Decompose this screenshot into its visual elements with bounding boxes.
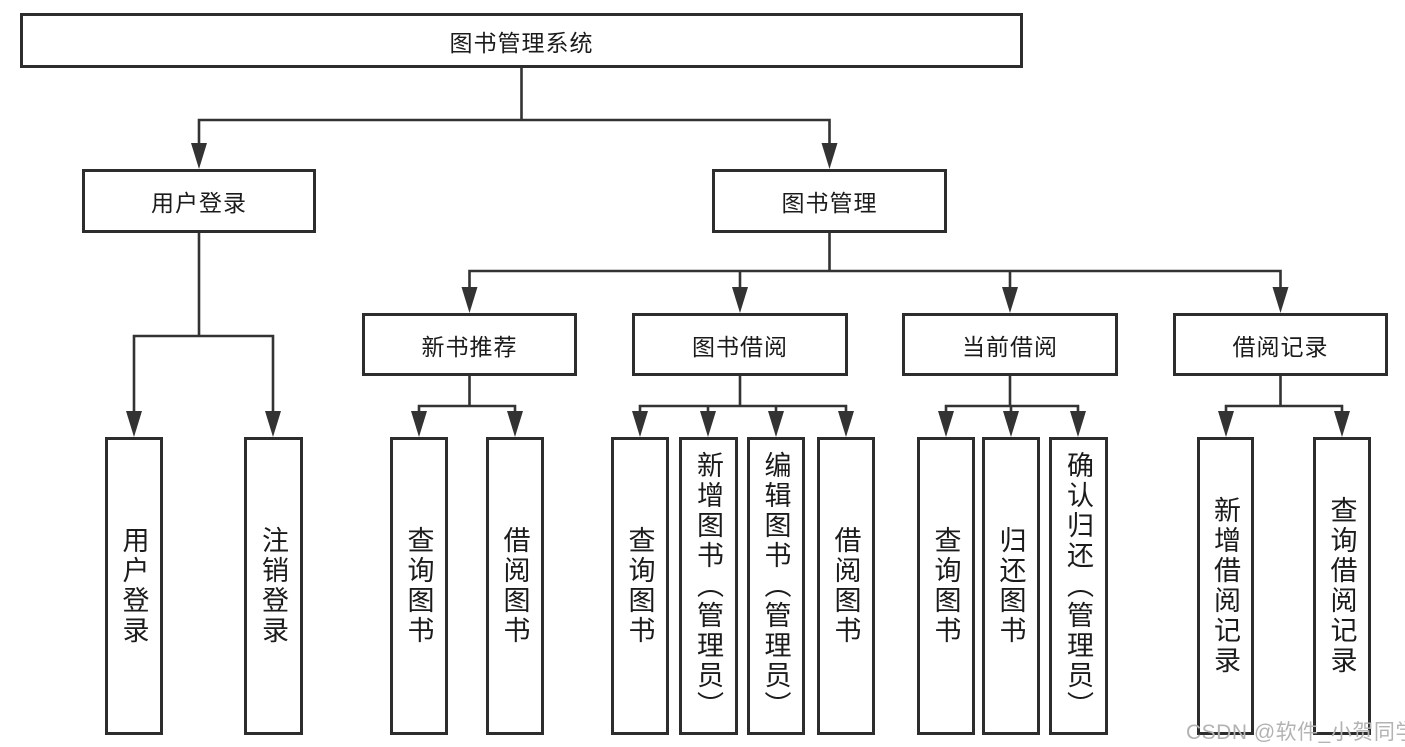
csdn-watermark: CSDN @软件_小贺同学 (1186, 721, 1405, 744)
node-label: 图书管理 (781, 190, 878, 216)
node-label: 查询借阅记录 (1326, 496, 1357, 676)
node-label: 借阅记录 (1232, 333, 1329, 360)
node-label: 用户登录 (151, 190, 247, 216)
leaf-query-books-1: 查询图书 (390, 437, 448, 735)
node-label: 查询图书 (930, 526, 961, 646)
node-borrow-records: 借阅记录 (1173, 313, 1388, 376)
arrow-down-icon (732, 287, 748, 313)
leaf-query-books-3: 查询图书 (917, 437, 975, 735)
arrow-down-icon (821, 143, 838, 169)
leaf-edit-books-admin: 编辑图书（管理员） (747, 437, 805, 735)
edge-root-to-level2 (197, 68, 831, 148)
node-label: 查询图书 (624, 526, 655, 646)
node-label: 图书借阅 (692, 333, 788, 360)
node-book-management: 图书管理 (712, 169, 947, 233)
edge-borrowrecords-to-leaves (1224, 376, 1344, 415)
arrow-down-icon (768, 411, 784, 437)
edge-bookmgmt-to-level3 (468, 233, 1282, 292)
arrow-down-icon (265, 411, 281, 437)
arrow-down-icon (632, 411, 648, 437)
edge-newbook-to-leaves (417, 376, 517, 415)
leaf-confirm-return-admin: 确认归还（管理员） (1049, 437, 1108, 735)
leaf-query-borrow-record: 查询借阅记录 (1313, 437, 1371, 735)
arrow-down-icon (126, 411, 142, 437)
leaf-borrow-books-1: 借阅图书 (486, 437, 544, 735)
leaf-add-borrow-record: 新增借阅记录 (1197, 437, 1254, 735)
node-label: 新增借阅记录 (1210, 496, 1240, 676)
node-label: 借阅图书 (830, 526, 861, 646)
arrowheads (126, 143, 1350, 437)
node-book-borrow: 图书借阅 (632, 313, 848, 376)
arrow-down-icon (1218, 411, 1234, 437)
node-label: 图书管理系统 (449, 29, 594, 56)
arrow-down-icon (411, 411, 427, 437)
leaf-query-books-2: 查询图书 (611, 437, 669, 735)
arrow-down-icon (838, 411, 854, 437)
node-label: 用户登录 (118, 526, 149, 646)
arrow-down-icon (1003, 411, 1019, 437)
arrow-down-icon (507, 411, 523, 437)
leaf-return-books: 归还图书 (982, 437, 1040, 735)
node-label: 当前借阅 (962, 333, 1058, 360)
leaf-logout: 注销登录 (244, 437, 303, 735)
node-label: 归还图书 (995, 526, 1026, 646)
node-new-book-recommend: 新书推荐 (362, 313, 577, 376)
node-label: 新书推荐 (421, 333, 518, 360)
arrow-down-icon (191, 143, 207, 169)
arrow-down-icon (1334, 411, 1350, 437)
node-label: 编辑图书（管理员） (760, 451, 791, 721)
node-current-borrow: 当前借阅 (902, 313, 1118, 376)
leaf-borrow-books-2: 借阅图书 (817, 437, 875, 735)
leaf-user-login: 用户登录 (105, 437, 163, 735)
arrow-down-icon (1070, 411, 1086, 437)
arrow-down-icon (1002, 287, 1018, 313)
arrow-down-icon (700, 411, 716, 437)
edge-currentborrow-to-leaves (944, 376, 1080, 415)
leaf-add-books-admin: 新增图书（管理员） (679, 437, 738, 735)
edge-userlogin-to-leaves (132, 233, 275, 415)
node-label: 查询图书 (403, 526, 434, 646)
arrow-down-icon (938, 411, 954, 437)
arrow-down-icon (1272, 287, 1289, 313)
arrow-down-icon (461, 287, 478, 313)
edge-bookborrow-to-leaves (638, 376, 848, 415)
node-label: 确认归还（管理员） (1063, 451, 1093, 721)
node-label: 新增图书（管理员） (693, 451, 723, 721)
node-user-login: 用户登录 (82, 169, 316, 233)
node-label: 借阅图书 (499, 526, 530, 646)
node-library-system: 图书管理系统 (20, 13, 1023, 68)
node-label: 注销登录 (258, 526, 288, 646)
